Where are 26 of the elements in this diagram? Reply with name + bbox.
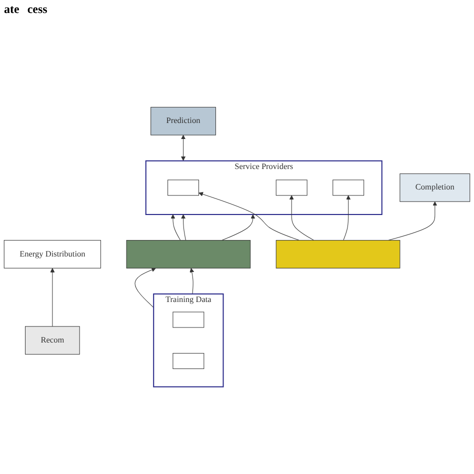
- node-box: Completion: [400, 173, 470, 202]
- node-box: [172, 353, 204, 369]
- node-box: [172, 312, 204, 328]
- arrow: [50, 268, 55, 327]
- node-bar: [126, 240, 251, 268]
- text-label: cess: [27, 2, 48, 17]
- cluster: Training Data: [153, 293, 224, 388]
- arrow: [181, 214, 186, 241]
- arrow: [388, 201, 438, 241]
- arrow: [134, 268, 156, 308]
- node-box: [332, 180, 364, 196]
- node-box: [276, 180, 308, 196]
- text-label: ate: [4, 2, 20, 17]
- arrow: [289, 195, 314, 241]
- arrow: [222, 214, 256, 241]
- arrow: [198, 192, 300, 241]
- node-box: [168, 180, 199, 196]
- node-box: Energy Distribution: [4, 240, 101, 268]
- arrow: [170, 214, 181, 241]
- node-box: Recom: [25, 326, 80, 355]
- arrow: [343, 195, 351, 241]
- node-bar: [276, 240, 400, 268]
- node-box: Prediction: [150, 106, 216, 136]
- arrow: [181, 134, 186, 161]
- cluster: Service Providers: [145, 160, 382, 216]
- arrow: [190, 268, 194, 294]
